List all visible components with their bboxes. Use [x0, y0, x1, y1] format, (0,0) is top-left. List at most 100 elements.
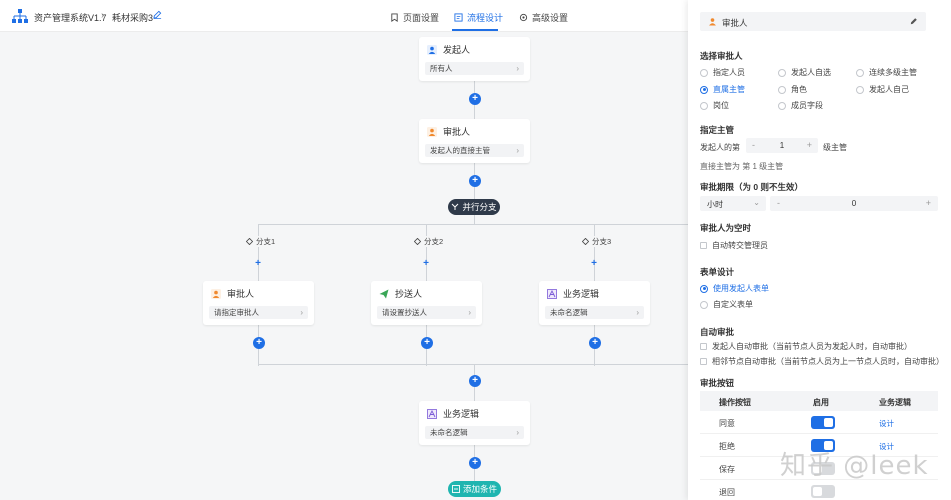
decrement-button[interactable]: -: [777, 198, 780, 208]
radio-use-initiator-form[interactable]: 使用发起人表单: [700, 283, 769, 294]
add-node-plus[interactable]: +: [591, 258, 597, 269]
checkbox-box: [700, 242, 707, 249]
flow-canvas[interactable]: 发起人 所有人 › + 审批人 发起人的直接主管 › + 并行分支 分支1 分支…: [0, 32, 688, 500]
logic-node[interactable]: 业务逻辑 未命名逻辑 ›: [419, 401, 530, 445]
radio-position[interactable]: 岗位: [700, 100, 729, 111]
enable-toggle[interactable]: [811, 439, 835, 452]
radio-custom-form[interactable]: 自定义表单: [700, 299, 753, 310]
form-name: 耗材采购3: [112, 13, 154, 23]
decrement-button[interactable]: -: [752, 140, 755, 150]
chevron-right-icon: ›: [636, 308, 639, 317]
tab-page-settings[interactable]: 页面设置: [390, 11, 439, 24]
branch-label-3[interactable]: 分支3: [582, 236, 612, 247]
add-condition-button[interactable]: 添加条件: [448, 481, 501, 497]
tab-flow-design[interactable]: 流程设计: [454, 11, 503, 24]
checkbox-box: [700, 343, 707, 350]
add-node-button[interactable]: +: [469, 457, 481, 469]
edit-icon[interactable]: [910, 17, 918, 25]
branch-label-1[interactable]: 分支1: [246, 236, 276, 247]
radio-designated-person[interactable]: 指定人员: [700, 67, 745, 78]
radio-circle: [778, 68, 786, 77]
approver-node[interactable]: 审批人 发起人的直接主管 ›: [419, 119, 530, 163]
diamond-icon: [246, 238, 253, 245]
table-row: 同意 设计: [700, 411, 938, 434]
chevron-down-icon: ⌄: [753, 198, 760, 207]
active-tab-indicator: [452, 29, 498, 31]
breadcrumb-separator: ›: [101, 10, 105, 21]
add-node-plus[interactable]: +: [423, 258, 429, 269]
diamond-icon: [582, 238, 589, 245]
design-link[interactable]: 设计: [879, 419, 894, 428]
add-node-button[interactable]: +: [421, 337, 433, 349]
section-title: 指定主管: [700, 125, 735, 135]
node-header: 发起人: [427, 43, 470, 56]
supervisor-hint: 直接主管为 第 1 级主管: [700, 162, 784, 171]
enable-toggle[interactable]: [811, 416, 835, 429]
node-title: 业务逻辑: [443, 409, 480, 419]
add-node-button[interactable]: +: [469, 175, 481, 187]
node-body[interactable]: 发起人的直接主管 ›: [425, 144, 524, 157]
branch-label-2[interactable]: 分支2: [414, 236, 444, 247]
branch-cc-node[interactable]: 抄送人 请设置抄送人 ›: [371, 281, 482, 325]
column-header: 操作按钮: [719, 398, 751, 407]
panel-header: 审批人: [700, 12, 926, 31]
initiator-node[interactable]: 发起人 所有人 ›: [419, 37, 530, 81]
connector-line: [474, 215, 475, 225]
node-header: 抄送人: [379, 287, 422, 300]
tab-label: 高级设置: [532, 13, 569, 23]
auto-transfer-admin-checkbox[interactable]: 自动转交管理员: [700, 240, 768, 251]
node-header: 业务逻辑: [547, 287, 599, 300]
section-title: 自动审批: [700, 327, 735, 337]
add-node-button[interactable]: +: [589, 337, 601, 349]
bookmark-icon: [391, 13, 398, 22]
radio-circle: [700, 85, 708, 94]
node-body[interactable]: 所有人 ›: [425, 62, 524, 75]
section-title: 选择审批人: [700, 51, 743, 61]
branch-line-top: [258, 224, 688, 225]
section-title: 审批期限（为 0 则不生效）: [700, 182, 803, 192]
deadline-stepper[interactable]: - 0 +: [770, 196, 938, 211]
increment-button[interactable]: +: [925, 198, 931, 208]
radio-direct-supervisor[interactable]: 直属主管: [700, 84, 745, 95]
node-body[interactable]: 未命名逻辑 ›: [425, 426, 524, 439]
node-body[interactable]: 请设置抄送人 ›: [377, 306, 476, 319]
add-node-button[interactable]: +: [469, 93, 481, 105]
add-node-plus[interactable]: +: [255, 258, 261, 269]
tab-advanced-settings[interactable]: 高级设置: [519, 11, 568, 24]
approver-icon: [709, 18, 716, 26]
node-body[interactable]: 请指定审批人 ›: [209, 306, 308, 319]
edit-icon[interactable]: [153, 10, 162, 19]
section-title: 审批按钮: [700, 378, 735, 388]
radio-initiator-self[interactable]: 发起人自己: [856, 84, 909, 95]
radio-member-field[interactable]: 成员字段: [778, 100, 823, 111]
org-chart-icon: [12, 9, 28, 23]
enable-toggle[interactable]: [811, 485, 835, 498]
add-node-button[interactable]: +: [253, 337, 265, 349]
radio-initiator-choose[interactable]: 发起人自选: [778, 67, 831, 78]
supervisor-level-stepper[interactable]: - 1 +: [746, 138, 818, 153]
section-title: 审批人为空时: [700, 223, 752, 233]
enable-toggle[interactable]: [811, 462, 835, 475]
radio-role[interactable]: 角色: [778, 84, 807, 95]
deadline-unit-select[interactable]: 小时 ⌄: [700, 196, 766, 211]
node-body[interactable]: 未命名逻辑 ›: [545, 306, 644, 319]
add-node-button[interactable]: +: [469, 375, 481, 387]
stepper-value: 0: [851, 199, 857, 208]
approver-icon: [427, 126, 437, 137]
increment-button[interactable]: +: [806, 140, 812, 150]
radio-circle: [700, 68, 708, 77]
logic-icon: [547, 288, 557, 299]
logic-icon: [427, 408, 437, 419]
parallel-branch-button[interactable]: 并行分支: [448, 199, 500, 215]
radio-multilevel-supervisor[interactable]: 连续多级主管: [856, 67, 917, 78]
branch-approver-node[interactable]: 审批人 请指定审批人 ›: [203, 281, 314, 325]
node-title: 抄送人: [395, 289, 423, 299]
adjacent-auto-approve-checkbox[interactable]: 相邻节点自动审批（当前节点人员为上一节点人员时，自动审批）: [700, 356, 944, 367]
app-title: 资产管理系统V1.7: [34, 13, 107, 23]
branch-logic-node[interactable]: 业务逻辑 未命名逻辑 ›: [539, 281, 650, 325]
design-link[interactable]: 设计: [879, 442, 894, 451]
radio-circle: [856, 85, 864, 94]
table-row: 退回: [700, 480, 938, 500]
initiator-auto-approve-checkbox[interactable]: 发起人自动审批（当前节点人员为发起人时，自动审批）: [700, 341, 912, 352]
column-header: 启用: [813, 398, 829, 407]
